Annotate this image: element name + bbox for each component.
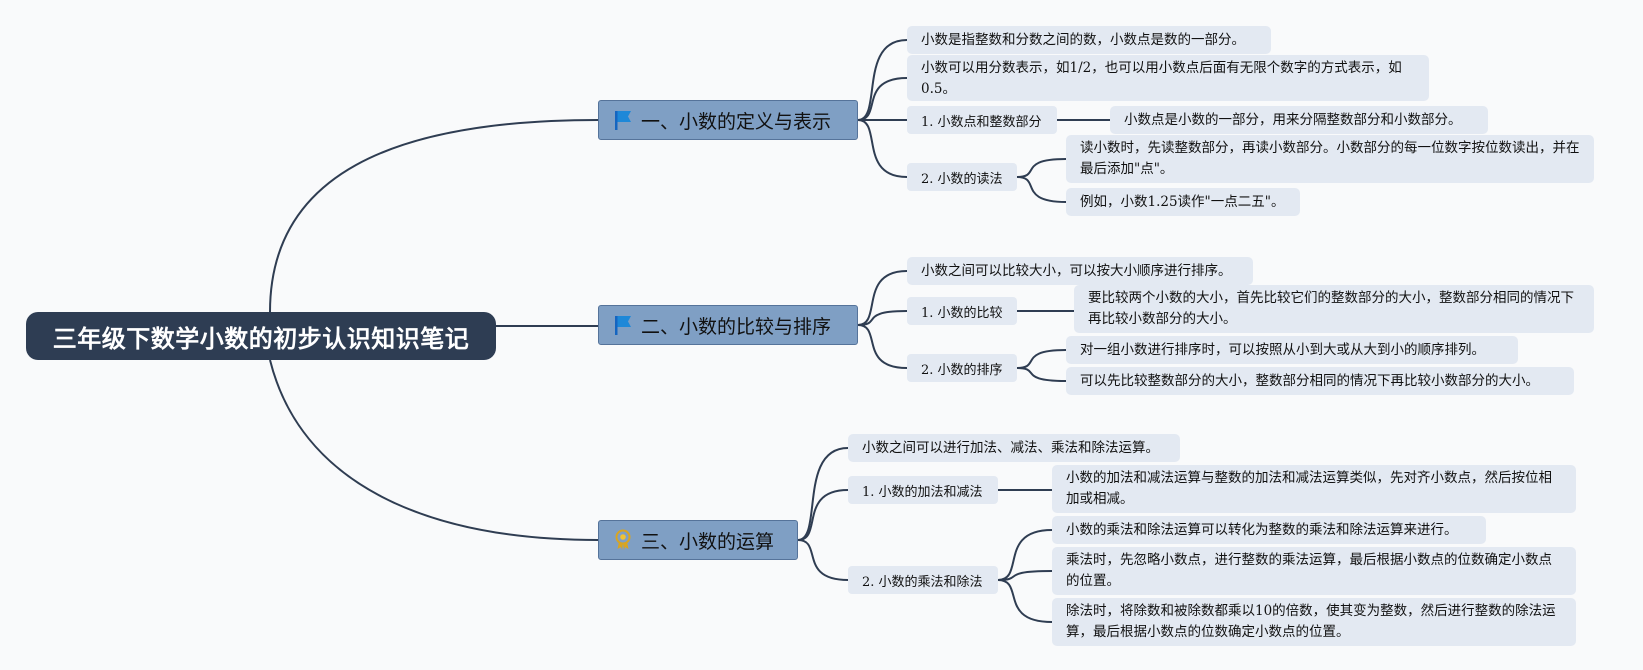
connector-line <box>857 270 908 326</box>
note[interactable]: 小数之间可以进行加法、减法、乘法和除法运算。 <box>848 434 1180 462</box>
subtopic-add-subtract[interactable]: 1. 小数的加法和减法 <box>848 476 998 504</box>
connector-line <box>1016 158 1067 178</box>
note[interactable]: 可以先比较整数部分的大小，整数部分相同的情况下再比较小数部分的大小。 <box>1066 367 1574 395</box>
connector-root-topic1 <box>269 119 599 313</box>
note[interactable]: 小数之间可以比较大小，可以按大小顺序进行排序。 <box>907 257 1253 285</box>
award-icon <box>613 529 635 551</box>
topic-label: 三、小数的运算 <box>641 530 775 553</box>
flag-icon <box>613 314 635 336</box>
note[interactable]: 对一组小数进行排序时，可以按照从小到大或从大到小的顺序排列。 <box>1066 336 1518 364</box>
connector-line <box>797 489 849 541</box>
root-topic[interactable]: 三年级下数学小数的初步认识知识笔记 <box>26 312 496 360</box>
connector-line <box>857 324 908 369</box>
topic-comparison[interactable]: 二、小数的比较与排序 <box>598 305 858 345</box>
topic-label: 一、小数的定义与表示 <box>641 110 832 133</box>
note[interactable]: 读小数时，先读整数部分，再读小数部分。小数部分的每一位数字按位数读出，并在最后添… <box>1066 135 1594 183</box>
subtopic-multiply-divide[interactable]: 2. 小数的乘法和除法 <box>848 566 998 594</box>
note[interactable]: 除法时，将除数和被除数都乘以10的倍数，使其变为整数，然后进行整数的除法运算，最… <box>1052 598 1576 646</box>
note[interactable]: 小数的乘法和除法运算可以转化为整数的乘法和除法运算来进行。 <box>1052 516 1486 544</box>
connector-line <box>857 310 908 326</box>
connector-line <box>997 579 1053 623</box>
connector-line <box>1016 367 1067 382</box>
connector-line <box>1016 349 1067 369</box>
connector-line <box>997 570 1053 581</box>
flag-icon <box>613 109 635 131</box>
note[interactable]: 小数是指整数和分数之间的数，小数点是数的一部分。 <box>907 26 1271 54</box>
connector-line <box>857 39 908 121</box>
subtopic-sort[interactable]: 2. 小数的排序 <box>907 354 1017 382</box>
subtopic-reading[interactable]: 2. 小数的读法 <box>907 163 1017 191</box>
connector-root-topic3 <box>269 359 599 541</box>
connector-line <box>857 119 908 178</box>
note[interactable]: 例如，小数1.25读作"一点二五"。 <box>1066 188 1300 216</box>
connector-line <box>797 539 849 581</box>
connector-line <box>857 77 908 121</box>
note[interactable]: 乘法时，先忽略小数点，进行整数的乘法运算，最后根据小数点的位数确定小数点的位置。 <box>1052 547 1576 595</box>
topic-operations[interactable]: 三、小数的运算 <box>598 520 798 560</box>
connector-line <box>997 529 1053 581</box>
subtopic-compare[interactable]: 1. 小数的比较 <box>907 297 1017 325</box>
note[interactable]: 小数可以用分数表示，如1/2，也可以用小数点后面有无限个数字的方式表示，如0.5… <box>907 55 1429 101</box>
note[interactable]: 小数点是小数的一部分，用来分隔整数部分和小数部分。 <box>1110 106 1488 134</box>
topic-label: 二、小数的比较与排序 <box>641 315 832 338</box>
connector-line <box>1016 176 1067 203</box>
subtopic-decimal-point[interactable]: 1. 小数点和整数部分 <box>907 106 1057 134</box>
topic-definition[interactable]: 一、小数的定义与表示 <box>598 100 858 140</box>
connector-line <box>797 447 849 541</box>
note[interactable]: 要比较两个小数的大小，首先比较它们的整数部分的大小，整数部分相同的情况下再比较小… <box>1074 285 1594 333</box>
note[interactable]: 小数的加法和减法运算与整数的加法和减法运算类似，先对齐小数点，然后按位相加或相减… <box>1052 465 1576 513</box>
